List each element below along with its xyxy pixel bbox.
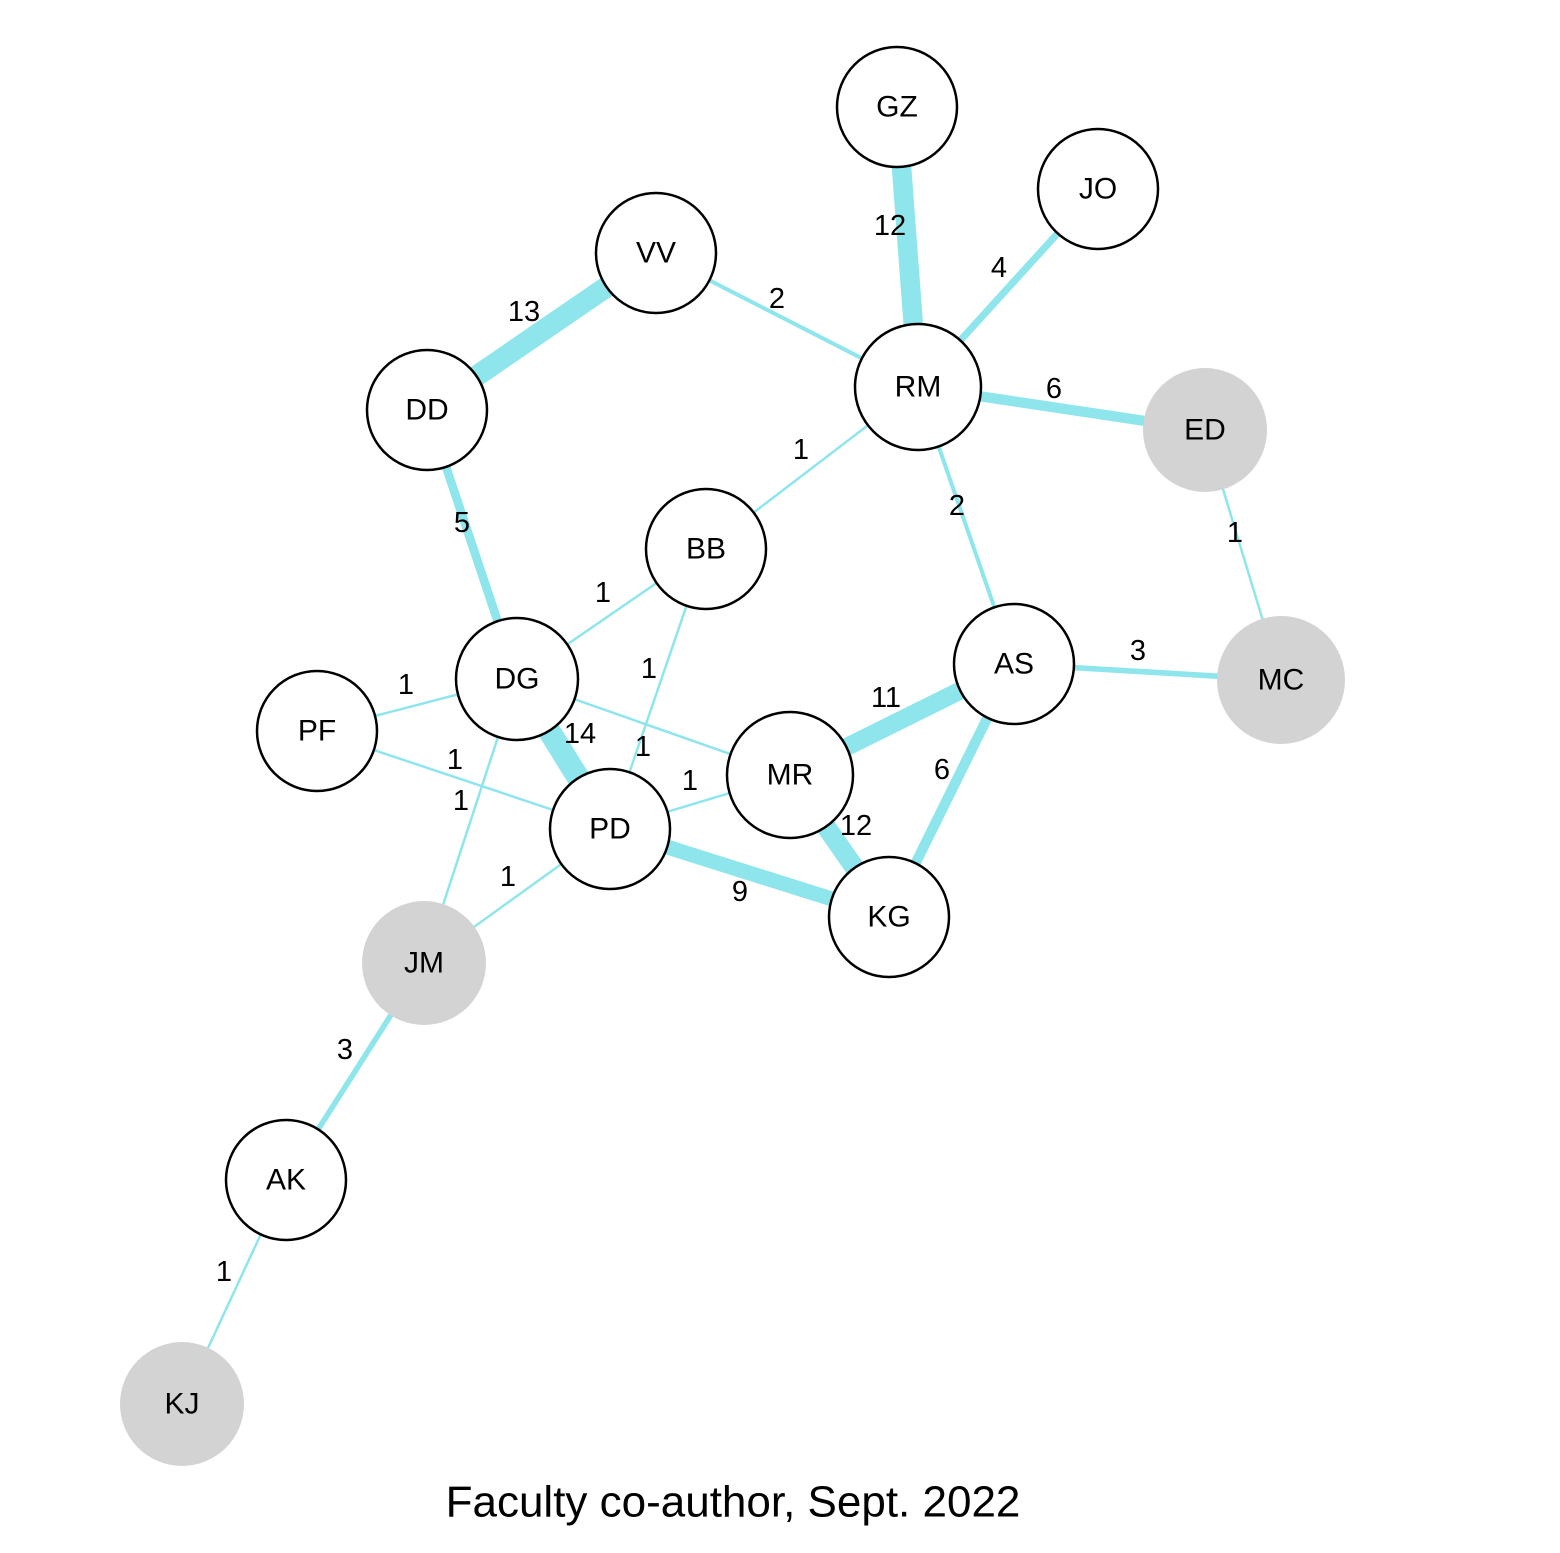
node-circle-gz[interactable]	[835, 45, 959, 169]
node-label-kg: KG	[867, 901, 910, 934]
edge-weight-label-as-mr: 11	[871, 682, 901, 714]
edge-weight-label-vv-rm: 2	[769, 283, 785, 315]
edge-weight-label-bb-dg: 1	[595, 577, 611, 609]
node-jo[interactable]: JO	[1036, 127, 1160, 251]
node-mc[interactable]: MC	[1217, 616, 1345, 744]
node-circle-kg[interactable]	[827, 855, 951, 979]
node-label-dg: DG	[495, 663, 540, 696]
node-circle-rm[interactable]	[853, 322, 983, 452]
node-label-mc: MC	[1258, 664, 1305, 697]
node-label-kj: KJ	[164, 1388, 199, 1421]
node-label-rm: RM	[895, 371, 942, 404]
node-label-jo: JO	[1079, 173, 1117, 206]
node-label-jm: JM	[404, 947, 444, 980]
node-label-pd: PD	[589, 813, 631, 846]
edge-weight-label-dg-pd: 14	[564, 718, 596, 750]
node-bb[interactable]: BB	[644, 487, 768, 611]
node-ak[interactable]: AK	[224, 1118, 348, 1242]
node-label-ed: ED	[1184, 414, 1226, 447]
node-rm[interactable]: RM	[853, 322, 983, 452]
edge-weight-label-rm-ed: 6	[1046, 373, 1062, 405]
node-label-gz: GZ	[876, 91, 918, 124]
node-circle-ed[interactable]	[1143, 368, 1267, 492]
edge-weight-label-dd-vv: 13	[508, 296, 540, 328]
node-circle-mr[interactable]	[725, 710, 855, 840]
node-circle-ak[interactable]	[224, 1118, 348, 1242]
edge-weight-label-bb-pd: 1	[641, 653, 657, 685]
edge-weight-label-rm-bb: 1	[793, 434, 809, 466]
node-pd[interactable]: PD	[548, 767, 672, 891]
edge-weight-label-gz-rm: 12	[874, 210, 906, 242]
node-dg[interactable]: DG	[454, 616, 580, 742]
node-mr[interactable]: MR	[725, 710, 855, 840]
edge-weight-label-pd-jm: 1	[500, 861, 516, 893]
edge-weight-label-mr-kg: 12	[840, 810, 872, 842]
node-circle-dd[interactable]	[365, 348, 489, 472]
node-circle-kj[interactable]	[120, 1342, 244, 1466]
edge-weight-label-ak-kj: 1	[216, 1256, 232, 1288]
node-label-mr: MR	[767, 759, 814, 792]
diagram-caption: Faculty co-author, Sept. 2022	[446, 1478, 1021, 1527]
node-vv[interactable]: VV	[594, 191, 718, 315]
edge-weight-label-dg-jm: 1	[453, 785, 469, 817]
edge-weight-label-as-mc: 3	[1130, 635, 1146, 667]
node-circle-pf[interactable]	[255, 669, 379, 793]
edge-weight-label-as-kg: 6	[934, 754, 950, 786]
node-label-dd: DD	[405, 394, 448, 427]
node-circle-jm[interactable]	[362, 901, 486, 1025]
node-dd[interactable]: DD	[365, 348, 489, 472]
node-kg[interactable]: KG	[827, 855, 951, 979]
edge-weight-label-dg-mr: 1	[635, 731, 651, 763]
node-label-ak: AK	[266, 1164, 306, 1197]
node-label-vv: VV	[636, 237, 676, 270]
edge-weight-label-pd-kg: 9	[732, 876, 748, 908]
edge-weight-label-pf-dg: 1	[398, 669, 414, 701]
edge-weight-label-pf-pd: 1	[447, 744, 463, 776]
node-circle-mc[interactable]	[1217, 616, 1345, 744]
node-label-bb: BB	[686, 533, 726, 566]
edge-weight-label-jo-rm: 4	[991, 252, 1007, 284]
edge-weight-label-rm-as: 2	[949, 490, 965, 522]
node-label-as: AS	[994, 648, 1034, 681]
node-as[interactable]: AS	[952, 602, 1076, 726]
node-gz[interactable]: GZ	[835, 45, 959, 169]
node-jm[interactable]: JM	[362, 901, 486, 1025]
edge-weight-label-dd-dg: 5	[454, 507, 470, 539]
node-circle-dg[interactable]	[454, 616, 580, 742]
node-circle-bb[interactable]	[644, 487, 768, 611]
node-kj[interactable]: KJ	[120, 1342, 244, 1466]
node-circle-vv[interactable]	[594, 191, 718, 315]
node-label-pf: PF	[298, 715, 336, 748]
edge-weight-label-jm-ak: 3	[337, 1034, 353, 1066]
node-layer: GZ JO VV RM DD ED BB DG AS MC PF MR PD KG JM AK KJ	[120, 45, 1345, 1466]
node-circle-as[interactable]	[952, 602, 1076, 726]
edge-weight-label-pd-mr: 1	[682, 765, 698, 797]
edge-weight-label-ed-mc: 1	[1227, 517, 1243, 549]
node-ed[interactable]: ED	[1143, 368, 1267, 492]
node-pf[interactable]: PF	[255, 669, 379, 793]
node-circle-pd[interactable]	[548, 767, 672, 891]
node-circle-jo[interactable]	[1036, 127, 1160, 251]
